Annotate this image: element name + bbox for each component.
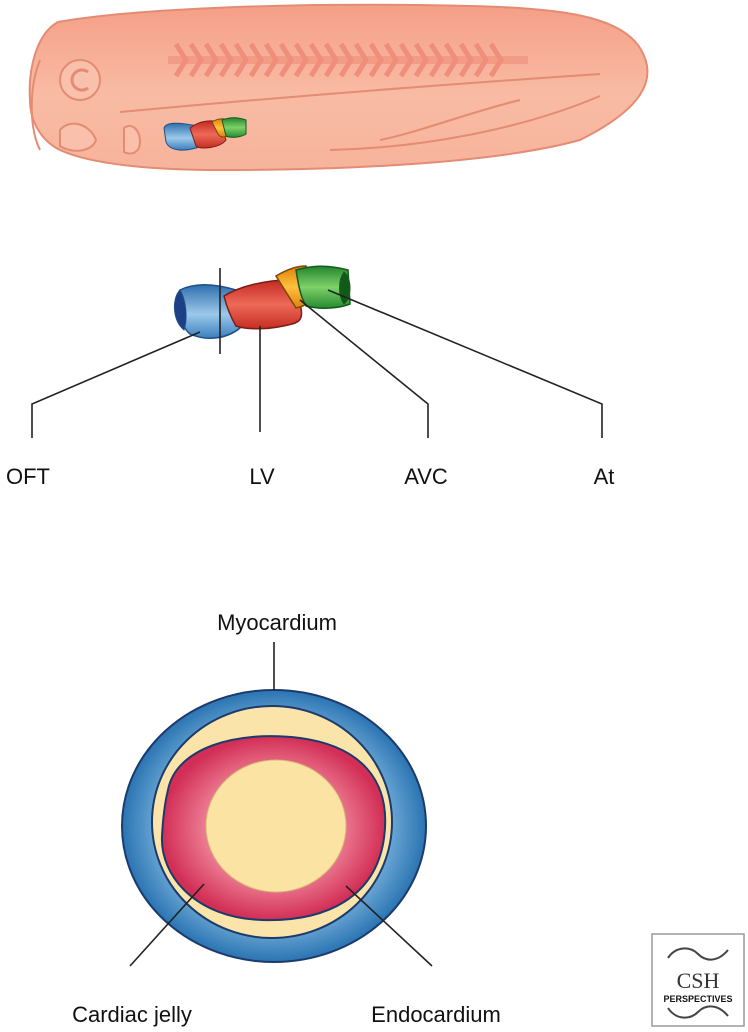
cardiac-jelly-leader bbox=[129, 883, 205, 967]
csh-perspectives-logo: CSH PERSPECTIVES bbox=[651, 933, 745, 1027]
notochord bbox=[168, 56, 528, 64]
avc-leader bbox=[299, 299, 429, 438]
label-oft: OFT bbox=[6, 464, 50, 489]
embryo-illustration bbox=[28, 3, 649, 172]
at-leader bbox=[327, 289, 603, 438]
eye bbox=[59, 59, 101, 101]
label-endocardium: Endocardium bbox=[371, 1002, 501, 1027]
label-at: At bbox=[594, 464, 615, 489]
ear bbox=[59, 122, 98, 152]
label-lv: LV bbox=[249, 464, 275, 489]
embryo-heart bbox=[163, 117, 247, 151]
embryo-body bbox=[28, 3, 649, 172]
helix-icon bbox=[667, 947, 729, 1019]
label-cardiac-jelly: Cardiac jelly bbox=[72, 1002, 192, 1027]
heart-cross-section bbox=[121, 689, 427, 963]
oft-opening bbox=[174, 289, 187, 331]
label-avc: AVC bbox=[404, 464, 448, 489]
endocardium-leader bbox=[345, 885, 433, 967]
oft-leader bbox=[31, 331, 201, 438]
pharyngeal-arch bbox=[123, 124, 142, 155]
embryo-fin-line bbox=[329, 95, 601, 151]
section-leader-lines bbox=[129, 642, 433, 967]
embryo-gut-line bbox=[379, 99, 521, 141]
lumen bbox=[205, 759, 347, 893]
logo-perspectives: PERSPECTIVES bbox=[663, 994, 732, 1004]
heart-leader-lines bbox=[31, 289, 603, 438]
eye-lens bbox=[70, 68, 89, 92]
embryo-yolk-line bbox=[119, 73, 601, 113]
atrium bbox=[295, 265, 351, 309]
left-ventricle bbox=[223, 279, 303, 330]
heart-tube bbox=[174, 265, 351, 354]
somites bbox=[168, 42, 528, 78]
embryo-head-fold bbox=[30, 59, 41, 151]
label-myocardium: Myocardium bbox=[217, 610, 337, 635]
logo-csh: CSH bbox=[677, 968, 720, 993]
